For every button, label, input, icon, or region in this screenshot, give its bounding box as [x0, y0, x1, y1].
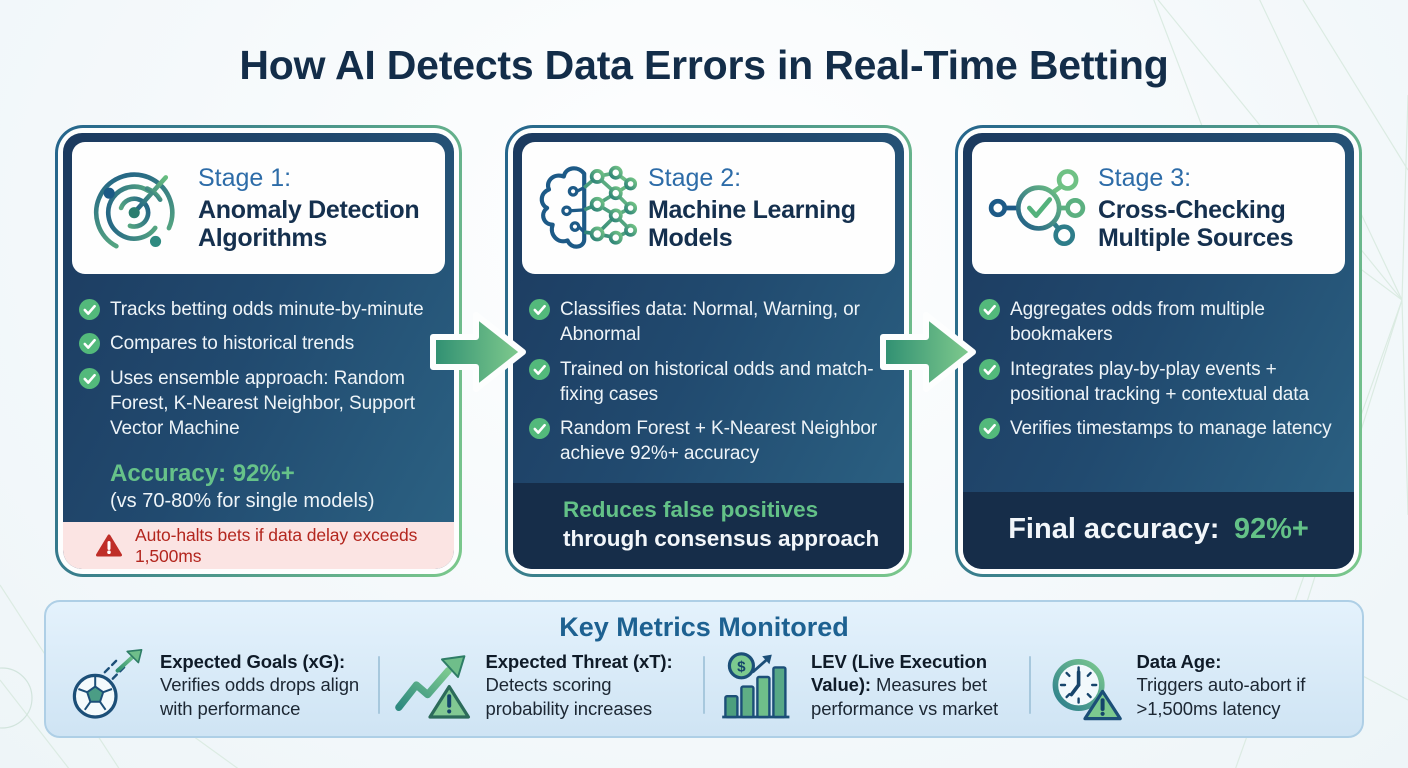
divider: [377, 656, 380, 714]
stage-3-label: Stage 3:: [1098, 163, 1192, 192]
final-accuracy-value: 92%+: [1233, 513, 1309, 545]
stage-2-header: Stage 2: Machine Learning Models: [522, 142, 895, 274]
list-item: Verifies timestamps to manage latency: [979, 416, 1346, 441]
check-circle-icon: [79, 299, 100, 320]
stage-2-label: Stage 2:: [648, 163, 742, 192]
divider: [1028, 656, 1031, 714]
accuracy-highlight: Accuracy: 92%+: [110, 460, 295, 488]
check-circle-icon: [979, 358, 1000, 380]
metrics-panel-title: Key Metrics Monitored: [559, 612, 849, 642]
check-circle-icon: [529, 418, 550, 440]
bullet-text: Trained on historical odds and match-fix…: [560, 358, 874, 405]
metric-term: LEV (Live Execution Value):: [811, 650, 987, 696]
stage-1-name: Anomaly Detection Algorithms: [198, 195, 420, 253]
flow-arrow-icon: [430, 312, 526, 392]
list-item: Trained on historical odds and match-fix…: [529, 357, 896, 408]
flow-arrow-icon: [880, 312, 976, 392]
metric-term: Data Age:: [1136, 650, 1222, 672]
bullet-text: Compares to historical trends: [110, 333, 355, 355]
list-item: Compares to historical trends: [79, 331, 446, 356]
list-item: Classifies data: Normal, Warning, or Abn…: [529, 297, 896, 348]
check-circle-icon: [979, 299, 1000, 320]
brain-network-icon: [539, 165, 638, 249]
metric-text: Data Age: Triggers auto-abort if >1,500m…: [1137, 650, 1347, 720]
check-circle-icon: [529, 358, 550, 380]
alert-text: Auto-halts bets if data delay exceeds 1,…: [135, 524, 418, 566]
list-item: Aggregates odds from multiple bookmakers: [979, 297, 1346, 348]
bullet-text: Aggregates odds from multiple bookmakers: [1010, 299, 1265, 346]
stage-1-header: Stage 1: Anomaly Detection Algorithms: [72, 142, 445, 274]
dollar-glyph: $: [737, 658, 746, 675]
metric-term: Expected Goals (xG):: [160, 650, 346, 672]
page-title: How AI Detects Data Errors in Real-Time …: [239, 42, 1169, 88]
bullet-text: Random Forest + K-Nearest Neighbor achie…: [560, 418, 878, 465]
soccer-ball-arrow-icon: [72, 649, 143, 719]
bullet-text: Integrates play-by-play events + positio…: [1010, 358, 1309, 405]
metric-expected-threat: Expected Threat (xT): Detects scoring pr…: [388, 649, 696, 721]
clock-warning-icon: [1052, 659, 1122, 721]
check-circle-icon: [529, 299, 550, 320]
consensus-footer: Reduces false positives through consensu…: [513, 483, 904, 569]
footer-text: through consensus approach: [563, 526, 880, 552]
warning-triangle-icon: [96, 534, 122, 557]
bullet-text: Uses ensemble approach: Random Forest, K…: [110, 367, 415, 440]
metric-text: Expected Goals (xG): Verifies odds drops…: [160, 650, 370, 720]
metric-data-age: Data Age: Triggers auto-abort if >1,500m…: [1039, 649, 1347, 721]
stage-3-header: Stage 3: Cross-Checking Multiple Sources: [972, 142, 1345, 274]
list-item: Integrates play-by-play events + positio…: [979, 357, 1346, 408]
network-check-icon: [988, 169, 1086, 247]
stage-1-bullet-list: Tracks betting odds minute-by-minute Com…: [63, 283, 454, 450]
check-circle-icon: [979, 418, 1000, 440]
list-item: Random Forest + K-Nearest Neighbor achie…: [529, 416, 896, 467]
check-circle-icon: [79, 333, 100, 355]
divider: [703, 656, 705, 714]
metric-description: Triggers auto-abort if >1,500ms latency: [1136, 674, 1306, 719]
metric-description: Verifies odds drops align with performan…: [160, 674, 360, 719]
metric-lev: $ LEV (Live Execution Value): Measures b…: [713, 649, 1021, 721]
bullet-text: Tracks betting odds minute-by-minute: [110, 299, 424, 320]
bullet-text: Verifies timestamps to manage latency: [1010, 418, 1332, 440]
auto-halt-alert: Auto-halts bets if data delay exceeds 1,…: [63, 522, 454, 569]
trend-arrow-warning-icon: [394, 655, 470, 719]
stage-2-name: Machine Learning Models: [648, 195, 856, 253]
metric-description: Measures bet performance vs market: [811, 674, 999, 719]
bullet-text: Classifies data: Normal, Warning, or Abn…: [560, 299, 860, 346]
accuracy-note: (vs 70-80% for single models): [110, 490, 375, 513]
metric-text: Expected Threat (xT): Detects scoring pr…: [486, 650, 696, 720]
metric-text: LEV (Live Execution Value): Measures bet…: [811, 650, 1021, 720]
final-accuracy-footer: Final accuracy: 92%+: [963, 492, 1354, 569]
metric-description: Detects scoring probability increases: [485, 674, 653, 719]
metric-expected-goals: Expected Goals (xG): Verifies odds drops…: [62, 649, 370, 721]
final-accuracy-label: Final accuracy:: [1008, 513, 1220, 545]
key-metrics-panel: Key Metrics Monitored: [44, 600, 1364, 738]
stage-3-card: Stage 3: Cross-Checking Multiple Sources…: [955, 125, 1362, 577]
stage-2-bullet-list: Classifies data: Normal, Warning, or Abn…: [513, 283, 904, 476]
footer-highlight-text: Reduces false positives: [563, 497, 819, 523]
stage-1-label: Stage 1:: [198, 163, 292, 192]
list-item: Uses ensemble approach: Random Forest, K…: [79, 366, 446, 442]
radar-icon: [93, 172, 175, 253]
bar-chart-dollar-icon: $: [722, 652, 790, 719]
metric-term: Expected Threat (xT):: [485, 650, 673, 672]
stage-3-bullet-list: Aggregates odds from multiple bookmakers…: [963, 283, 1354, 450]
stage-1-card: Stage 1: Anomaly Detection Algorithms Tr…: [55, 125, 462, 577]
check-circle-icon: [79, 367, 100, 389]
list-item: Tracks betting odds minute-by-minute: [79, 297, 446, 322]
stage-3-name: Cross-Checking Multiple Sources: [1098, 195, 1294, 253]
stage-2-card: Stage 2: Machine Learning Models Classif…: [505, 125, 912, 577]
